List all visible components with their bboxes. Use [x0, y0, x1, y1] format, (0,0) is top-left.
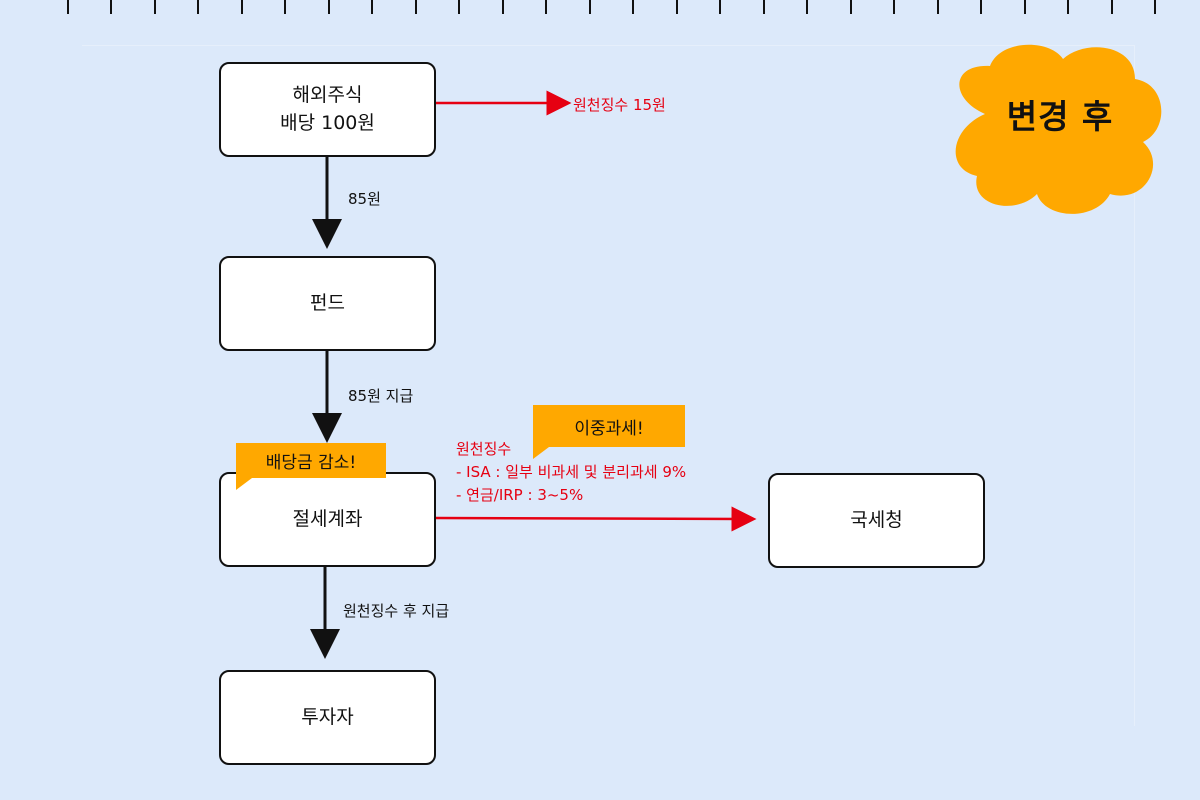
label-85: 85원 [348, 190, 381, 208]
tax-note-line-isa: - ISA : 일부 비과세 및 분리과세 9% [456, 463, 687, 481]
label-withholding-15: 원천징수 15원 [573, 96, 666, 114]
callout-double-taxation: 이중과세! [533, 405, 685, 459]
node-tax-account: 절세계좌 [219, 472, 436, 567]
inner-frame [82, 45, 1135, 726]
flower-badge [955, 44, 1162, 214]
label-85-pay: 85원 지급 [348, 387, 414, 405]
callout-dividend-decrease: 배당금 감소! [236, 443, 386, 490]
label-pay-after-withholding: 원천징수 후 지급 [343, 602, 450, 620]
node-nts: 국세청 [768, 473, 985, 568]
notebook-ring-marks [67, 0, 1156, 14]
node-fund: 펀드 [219, 256, 436, 351]
node-investor: 투자자 [219, 670, 436, 765]
tax-note-line-pension: - 연금/IRP : 3~5% [456, 486, 584, 504]
tax-note: 원천징수 - ISA : 일부 비과세 및 분리과세 9% - 연금/IRP :… [456, 438, 686, 507]
node-foreign-stock: 해외주식 배당 100원 [219, 62, 436, 157]
tax-note-title: 원천징수 [456, 440, 512, 458]
arrow-account-to-nts [435, 506, 757, 532]
badge-title: 변경 후 [1006, 97, 1114, 136]
